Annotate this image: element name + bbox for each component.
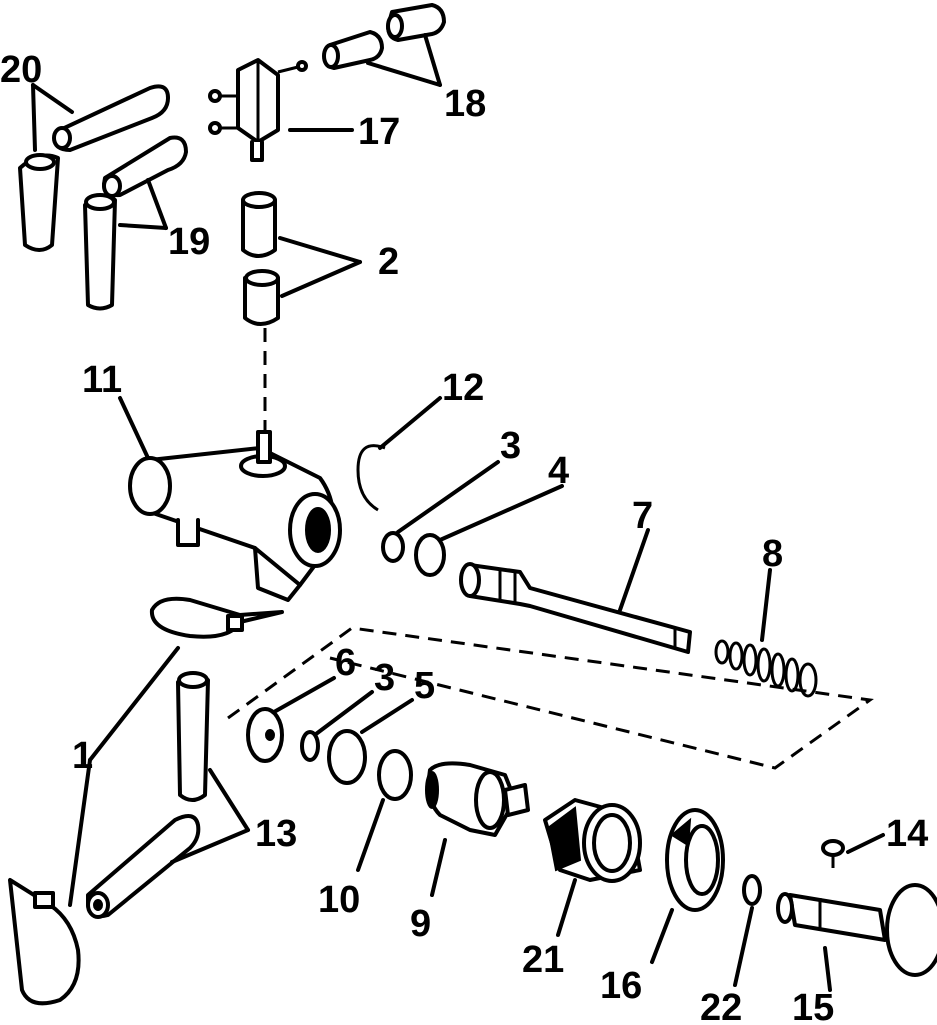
callout-labels: 20 18 17 19 2 11 12 3 4 7 8 6 3 5 1 13 1… <box>0 49 928 1025</box>
callout-9: 9 <box>410 903 431 945</box>
part-8-spring <box>714 639 818 698</box>
part-2-tubes <box>241 191 280 430</box>
part-4-oring <box>414 533 446 577</box>
leader-lines <box>31 33 885 992</box>
callout-16: 16 <box>600 965 642 1007</box>
callout-19: 19 <box>168 221 210 263</box>
part-13-hoses <box>86 671 210 919</box>
callout-15: 15 <box>792 987 834 1025</box>
assembly-line <box>227 626 874 770</box>
callout-7: 7 <box>632 495 653 537</box>
callout-10: 10 <box>318 879 360 921</box>
callout-6: 6 <box>335 642 356 684</box>
part-22-oring <box>742 874 762 906</box>
part-20-hoses <box>18 84 170 252</box>
callout-5: 5 <box>414 665 435 707</box>
part-15-plunger-knob <box>776 883 937 977</box>
part-19-hoses <box>83 135 188 311</box>
part-5-oring <box>327 729 367 785</box>
part-3-oring-upper <box>381 531 405 563</box>
callout-17: 17 <box>358 111 400 153</box>
part-7-shaft <box>459 562 692 654</box>
callout-3-lower: 3 <box>374 657 395 699</box>
callout-22: 22 <box>700 987 742 1025</box>
part-17-fitting <box>208 58 308 162</box>
part-3-oring-lower <box>300 730 320 762</box>
callout-21: 21 <box>522 939 564 981</box>
callout-18: 18 <box>444 83 486 125</box>
callout-3-upper: 3 <box>500 425 521 467</box>
callout-4: 4 <box>548 450 569 492</box>
callout-12: 12 <box>442 367 484 409</box>
part-21-fitting <box>543 798 642 883</box>
callout-20: 20 <box>0 49 42 91</box>
part-9-valve-body <box>425 761 530 837</box>
part-1-clamps <box>8 596 284 1006</box>
callout-1: 1 <box>72 735 93 777</box>
part-14-screw <box>821 839 845 868</box>
callout-2: 2 <box>378 241 399 283</box>
part-10-oring <box>377 749 413 801</box>
callout-8: 8 <box>762 533 783 575</box>
part-16-ring-nut <box>665 808 725 912</box>
part-12-clip <box>356 444 386 512</box>
callout-13: 13 <box>255 813 297 855</box>
part-18-hoses <box>322 3 446 70</box>
callout-11: 11 <box>82 359 122 401</box>
callout-14: 14 <box>886 813 928 855</box>
part-11-housing <box>128 430 342 602</box>
